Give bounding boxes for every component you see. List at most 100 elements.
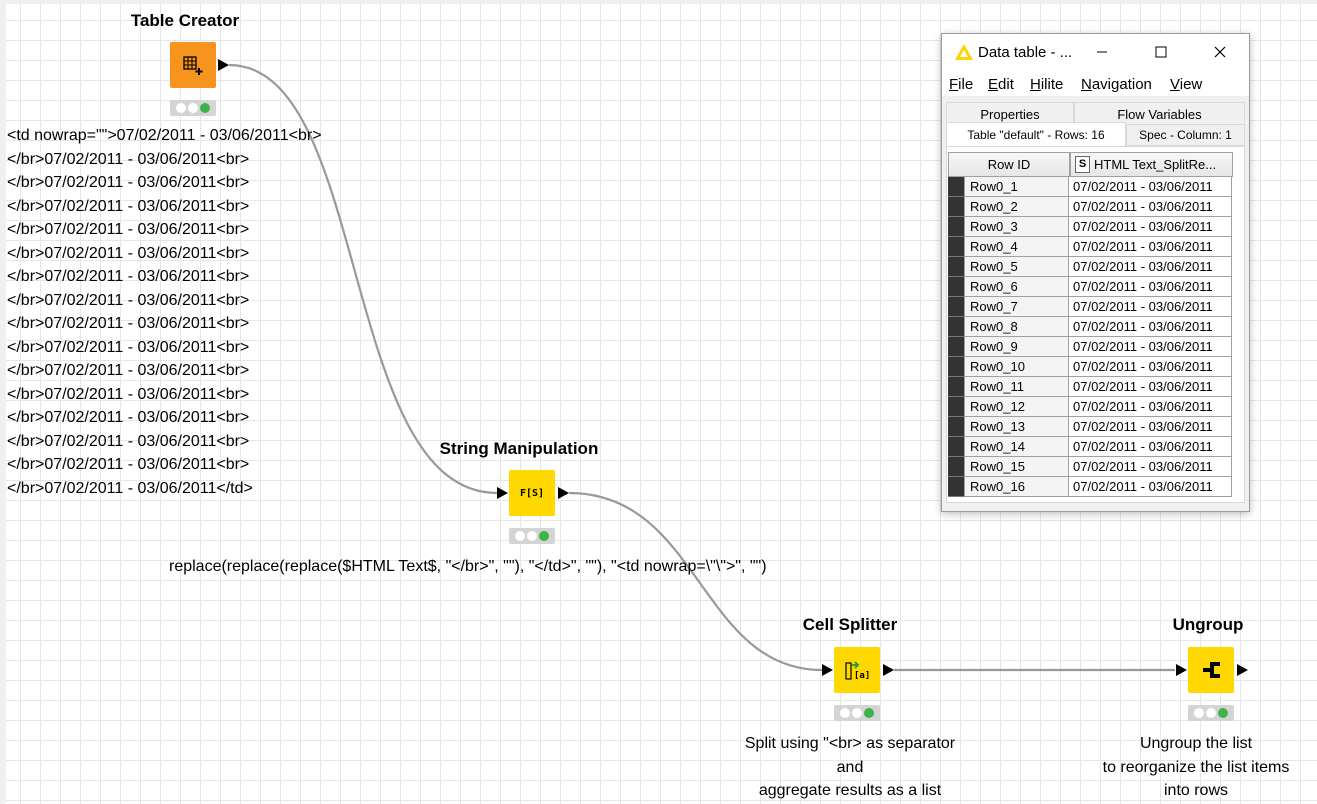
tab-flow-variables[interactable]: Flow Variables — [1074, 102, 1245, 122]
status-light-green — [539, 531, 549, 541]
menu-file[interactable]: File — [949, 76, 974, 93]
ungroup-annotation: Ungroup the list to reorganize the list … — [1078, 732, 1314, 803]
string-manipulation-input-port[interactable] — [497, 487, 508, 499]
window-title: Data table - ... — [978, 44, 1073, 61]
maximize-button[interactable] — [1149, 40, 1173, 64]
html-text-line: </br>07/02/2011 - 03/06/2011<br> — [7, 409, 250, 426]
data-table-window: Data table - ... File Edit Hilite Naviga… — [941, 33, 1250, 512]
table-creator-status — [170, 100, 216, 116]
minimize-icon — [1097, 51, 1107, 53]
tab-properties[interactable]: Properties — [946, 102, 1074, 122]
html-text-line: </br>07/02/2011 - 03/06/2011<br> — [7, 221, 250, 238]
html-text-line: </br>07/02/2011 - 03/06/2011<br> — [7, 385, 250, 403]
row-hilite-marker — [948, 277, 964, 297]
ungroup-node[interactable] — [1188, 647, 1234, 693]
connection-tablecreator-stringmanip[interactable] — [228, 63, 498, 495]
row-hilite-marker — [948, 297, 964, 317]
row-id-cell: Row0_16 — [964, 477, 1069, 497]
table-creator-node[interactable] — [170, 42, 216, 88]
row-id-cell: Row0_13 — [964, 417, 1069, 437]
status-light-red — [515, 531, 525, 541]
value-cell: 07/02/2011 - 03/06/2011 — [1069, 197, 1232, 217]
bottom-tab-row: Table "default" - Rows: 16 Spec - Column… — [946, 122, 1246, 146]
cell-splitter-status — [834, 705, 880, 721]
column-header-html-text[interactable]: S HTML Text_SplitRe... — [1070, 152, 1233, 177]
cell-splitter-title: Cell Splitter — [802, 615, 898, 634]
column-header-row-id[interactable]: Row ID — [948, 152, 1070, 177]
html-text-annotation: <td nowrap="">07/02/2011 - 03/06/2011<br… — [7, 124, 322, 500]
row-hilite-marker — [948, 377, 964, 397]
value-cell: 07/02/2011 - 03/06/2011 — [1069, 297, 1232, 317]
row-id-cell: Row0_5 — [964, 257, 1069, 277]
row-hilite-marker — [948, 317, 964, 337]
ungroup-input-port[interactable] — [1176, 664, 1187, 676]
html-text-line: </br>07/02/2011 - 03/06/2011<br> — [7, 362, 250, 379]
row-hilite-marker — [948, 477, 964, 497]
cell-splitter-output-port[interactable] — [883, 664, 894, 676]
html-text-line: </br>07/02/2011 - 03/06/2011<br> — [7, 150, 250, 168]
ungroup-title: Ungroup — [1172, 615, 1244, 634]
string-type-badge: S — [1075, 156, 1090, 173]
value-cell: 07/02/2011 - 03/06/2011 — [1069, 277, 1232, 297]
html-text-line: </br>07/02/2011 - 03/06/2011</td> — [7, 479, 253, 497]
string-manipulation-node[interactable]: F[S] — [509, 470, 555, 516]
html-text-line: </br>07/02/2011 - 03/06/2011<br> — [7, 291, 250, 309]
close-icon — [1214, 46, 1226, 58]
row-id-cell: Row0_11 — [964, 377, 1069, 397]
status-light-red — [840, 708, 850, 718]
cell-splitter-input-port[interactable] — [822, 664, 833, 676]
annotation-line: to reorganize the list items — [1102, 758, 1290, 776]
html-text-line: </br>07/02/2011 - 03/06/2011<br> — [7, 315, 250, 332]
html-text-line: </br>07/02/2011 - 03/06/2011<br> — [7, 244, 250, 262]
string-manipulation-output-port[interactable] — [558, 487, 569, 499]
canvas-top-border — [0, 0, 1317, 4]
row-hilite-marker — [948, 437, 964, 457]
annotation-line: Ungroup the list — [1139, 735, 1253, 752]
close-button[interactable] — [1208, 40, 1232, 64]
menu-navigation[interactable]: Navigation — [1081, 76, 1152, 93]
status-light-red — [176, 103, 186, 113]
status-light-red — [1194, 708, 1204, 718]
ungroup-output-port[interactable] — [1237, 664, 1248, 676]
row-id-cell: Row0_8 — [964, 317, 1069, 337]
svg-text:[a]: [a] — [854, 671, 870, 681]
html-text-line: </br>07/02/2011 - 03/06/2011<br> — [7, 432, 250, 450]
html-text-line: </br>07/02/2011 - 03/06/2011<br> — [7, 268, 250, 285]
menu-edit[interactable]: Edit — [988, 76, 1014, 93]
annotation-line: into rows — [1163, 782, 1229, 799]
status-light-yellow — [852, 708, 862, 718]
status-light-yellow — [1206, 708, 1216, 718]
row-hilite-marker — [948, 177, 964, 197]
connection-stringmanip-cellsplitter[interactable] — [568, 491, 823, 672]
string-manipulation-title: String Manipulation — [439, 439, 599, 458]
tab-table-default[interactable]: Table "default" - Rows: 16 — [946, 122, 1126, 146]
row-hilite-marker — [948, 337, 964, 357]
cell-splitter-node[interactable]: [a] — [834, 647, 880, 693]
value-cell: 07/02/2011 - 03/06/2011 — [1069, 237, 1232, 257]
row-hilite-marker — [948, 197, 964, 217]
table-creator-title: Table Creator — [130, 11, 240, 30]
tab-spec[interactable]: Spec - Column: 1 — [1126, 124, 1245, 146]
row-id-cell: Row0_14 — [964, 437, 1069, 457]
status-light-green — [1218, 708, 1228, 718]
row-id-cell: Row0_9 — [964, 337, 1069, 357]
minimize-button[interactable] — [1090, 40, 1114, 64]
html-text-line: </br>07/02/2011 - 03/06/2011<br> — [7, 456, 250, 473]
row-hilite-marker — [948, 417, 964, 437]
row-id-cell: Row0_7 — [964, 297, 1069, 317]
annotation-line: Split using "<br> as separator — [744, 735, 956, 752]
status-light-green — [200, 103, 210, 113]
table-creator-output-port[interactable] — [218, 59, 229, 71]
value-cell: 07/02/2011 - 03/06/2011 — [1069, 437, 1232, 457]
window-titlebar[interactable]: Data table - ... — [942, 34, 1249, 70]
status-light-yellow — [527, 531, 537, 541]
value-cell: 07/02/2011 - 03/06/2011 — [1069, 397, 1232, 417]
menu-hilite[interactable]: Hilite — [1030, 76, 1064, 93]
html-text-line: </br>07/02/2011 - 03/06/2011<br> — [7, 174, 250, 191]
split-list-icon: [a] — [845, 661, 870, 681]
menu-view[interactable]: View — [1170, 76, 1203, 93]
column-header-label: HTML Text_SplitRe... — [1094, 157, 1217, 172]
annotation-line: and — [836, 758, 864, 776]
